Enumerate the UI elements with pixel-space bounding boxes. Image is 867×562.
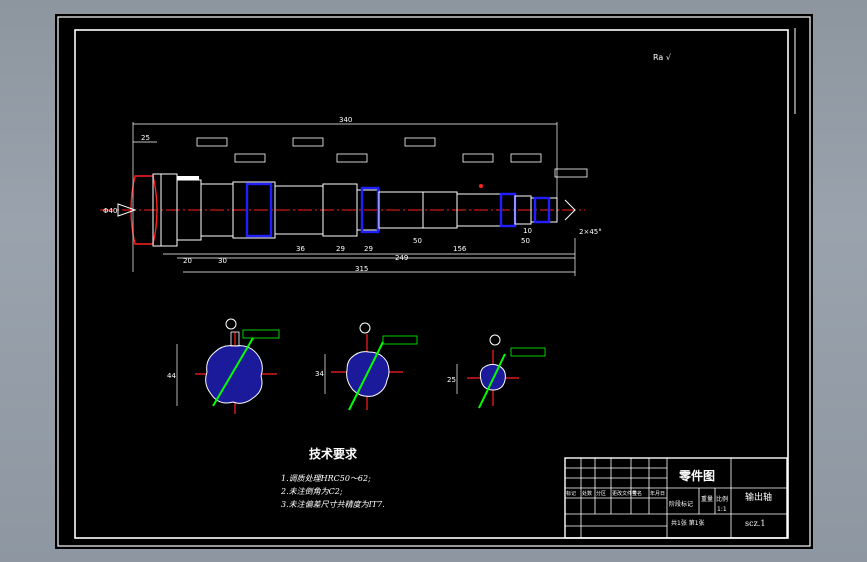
dim-seg-f: 50 [413,237,422,245]
cad-drawing-canvas[interactable]: Ra √ [55,14,813,549]
section-view-3: 25 [447,334,546,409]
dim-seg-b: 30 [218,257,227,265]
section-view-1: 44 [167,318,280,414]
title-block-drawing-type: 零件图 [678,468,715,483]
section-view-2: 34 [315,322,418,411]
title-block-stage-label: 阶段标记 [669,500,693,508]
right-center-hole [564,199,576,221]
inner-frame [74,29,789,539]
dim-left-step: 25 [141,134,150,142]
title-block-col-1: 处数 [582,490,592,497]
dim-overall-top: 340 [339,116,352,124]
dim-seg-g: 156 [453,245,467,253]
dim-seg-h: 10 [523,227,532,235]
tech-req-item-2: 2.未注倒角为C2; [280,487,343,496]
title-block-part-name: 输出轴 [745,491,772,503]
bearing-seat-4 [533,196,551,224]
title-block-col-5: 年月日 [650,490,665,497]
tolerance-frames [196,137,588,178]
title-block-col-2: 分区 [596,490,606,497]
title-block-scale-label: 比例 [716,495,728,503]
title-block-col-4: 签名 [632,490,642,497]
title-block-scale-value: 1:1 [717,506,727,513]
bearing-seat-2 [360,186,380,234]
title-block [564,457,788,539]
dim-span-249: 249 [395,254,408,262]
dim-seg-a: 20 [183,257,192,265]
keyway-1 [177,176,199,180]
dim-seg-e: 29 [364,245,373,253]
shaft-main-view [100,173,585,247]
tech-req-title: 技术要求 [309,446,358,461]
outer-border [57,16,811,547]
dimension-lines [132,122,576,276]
title-block-sheet-count: 共1张 第1张 [671,519,705,527]
title-block-weight-label: 重量 [701,495,713,503]
bearing-seat-1 [245,182,273,238]
section2-dim: 34 [315,370,324,378]
dim-seg-c: 36 [296,245,305,253]
datum-marker [479,184,483,188]
dim-seg-d: 29 [336,245,345,253]
left-center-hole [117,203,137,217]
dim-chamfer: 2×45° [579,228,602,236]
tech-req-item-3: 3.未注偏差尺寸共精度为IT7. [281,500,385,509]
dim-seg-i: 50 [521,237,530,245]
dim-left-diameter: Φ40 [103,207,117,215]
dim-span-315: 315 [355,265,368,273]
roughness-mark: Ra √ [653,53,672,62]
section1-dim: 44 [167,372,176,380]
title-block-code: scz.1 [745,519,765,528]
tech-req-item-1: 1.调质处理HRC50～62; [281,474,371,483]
section3-dim: 25 [447,376,456,384]
title-block-col-0: 标记 [566,490,576,497]
drawing-viewport[interactable]: Ra √ [55,14,813,549]
title-block-col-3: 更改文件号 [612,490,637,497]
